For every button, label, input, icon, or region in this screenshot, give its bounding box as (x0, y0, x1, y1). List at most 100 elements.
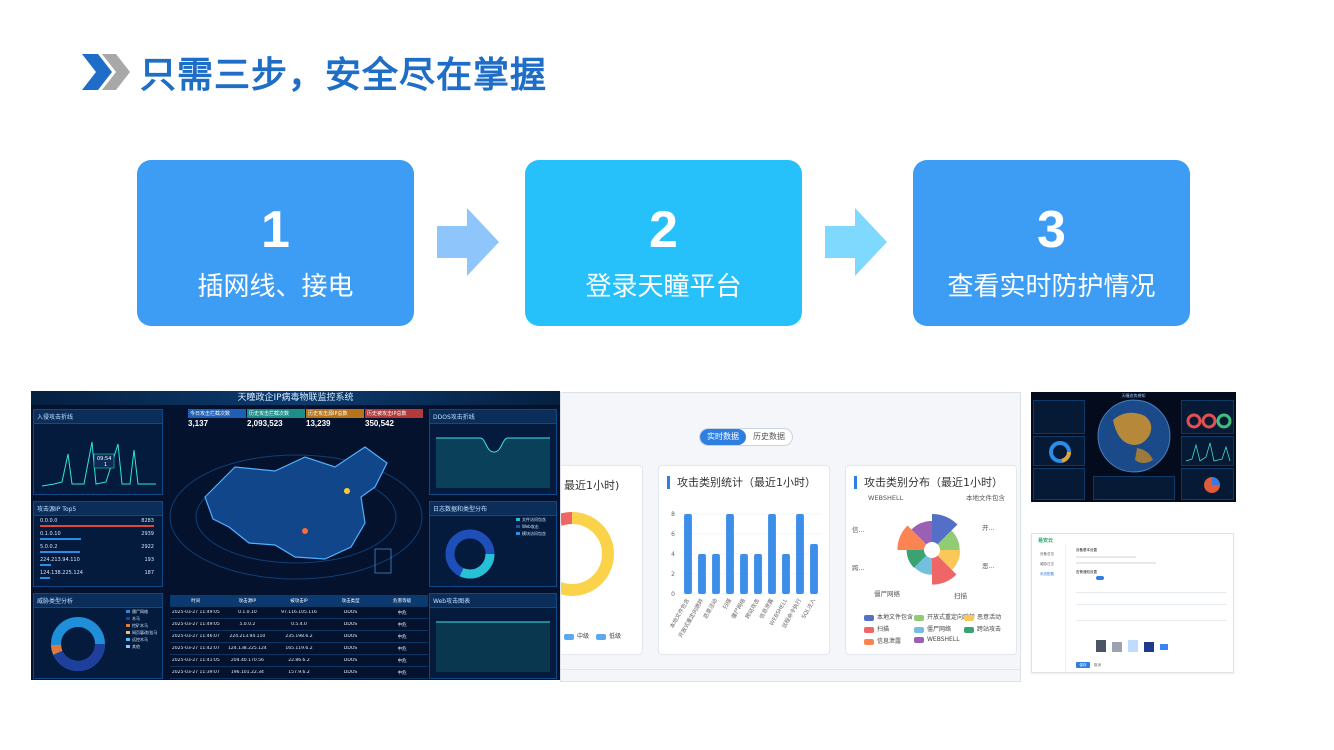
ddos-line-chart (436, 437, 550, 488)
legend-item: 木马 (126, 615, 157, 622)
cancel-button[interactable]: 取消 (1094, 663, 1101, 667)
bar (684, 514, 692, 594)
table-cell: DDOS (343, 646, 358, 651)
table-cell: 中危 (397, 658, 407, 664)
tab-history[interactable]: 历史数据 (753, 432, 785, 441)
step-number: 2 (649, 201, 678, 259)
legend-item: 本地文件包含 (864, 612, 913, 621)
table-cell: DDOS (343, 634, 358, 639)
step-label: 插网线、接电 (197, 272, 354, 302)
table-cell: 中危 (397, 670, 407, 676)
save-button[interactable]: 保存 (1076, 662, 1090, 668)
column-header: 危害等级 (393, 598, 412, 604)
stat-source-ip: 历史攻击源IP总数 13,239 (306, 409, 364, 428)
legend-item: 跨站攻击 (964, 624, 1001, 633)
table-cell: 中危 (397, 610, 407, 616)
rose-slice (932, 555, 957, 585)
bar (712, 554, 720, 594)
china-map (169, 446, 423, 580)
settings-sidebar: 设备总览 威胁日志 系统配置 (1032, 544, 1066, 672)
level-donut-chart (561, 512, 614, 596)
data-tab-toggle[interactable]: 实时数据 历史数据 (699, 428, 793, 446)
table-cell: 2025-03-27 11:42:07 (171, 646, 220, 651)
legend-item: 信息泄露 (864, 636, 901, 645)
bar (698, 554, 706, 594)
legend-item: WEBSHELL (914, 636, 960, 643)
bar (740, 554, 748, 594)
y-tick-label: 8 (671, 511, 675, 518)
legend-item: Web攻击 (516, 523, 546, 530)
legend-item: 僵尸网络 (126, 608, 157, 615)
step-label: 登录天瞳平台 (585, 272, 742, 302)
y-tick-label: 4 (671, 551, 675, 558)
stat-today: 今日攻击拦截次数 3,137 (188, 409, 246, 428)
legend-item: 文件访问包含 (516, 516, 546, 523)
table-cell: 2025-03-27 11:49:05 (171, 610, 220, 615)
threat-panel: 威胁类型分析 僵尸网络木马挖矿木马网页篡改/挂马远控木马其他 (33, 593, 163, 679)
brand-logo: 易安云 (1038, 538, 1054, 544)
slice-label: 僵尸网络 (874, 589, 901, 598)
table-cell: 中危 (397, 634, 407, 640)
tab-realtime[interactable]: 实时数据 (700, 429, 746, 445)
rose-slice (911, 521, 932, 545)
x-tick-label: SQL注入 (799, 597, 817, 620)
level-card: 最近1小时) 中级 低级 (561, 465, 643, 655)
table-cell: 0.1.0.10 (238, 610, 257, 615)
globe-image (1097, 399, 1171, 473)
table-cell: DDOS (343, 670, 358, 675)
table-cell: DDOS (343, 658, 358, 663)
table-cell: DDOS (343, 622, 358, 627)
bar (754, 554, 762, 594)
table-cell: 196.101.22.34 (230, 670, 264, 675)
section-header: 只需三步，安全尽在掌握 (82, 50, 547, 96)
pie-chart-card: 攻击类别分布（最近1小时） 本地文件包含开...恶...扫描僵尸网络跨...信.… (845, 465, 1017, 655)
svg-text:1: 1 (104, 462, 107, 468)
web-panel: Web攻击图表 (429, 593, 557, 679)
legend-item: 模块访问包含 (516, 530, 546, 537)
column-header: 被攻击IP (290, 598, 308, 604)
dashboard-screenshot: 天瞳政企IP病毒物联监控系统 今日攻击拦截次数 3,137 历史攻击拦截次数 2… (31, 391, 560, 680)
legend-item: 网页篡改/挂马 (126, 629, 157, 636)
intrusion-panel: 入侵攻击折线 09:54 1 (33, 409, 163, 495)
settings-screenshot: 易安云 设备总览 威胁日志 系统配置 设备基本设置 告警通知设置 保存 取消 (1031, 533, 1234, 673)
y-tick-label: 6 (671, 531, 675, 538)
step-card-3: 3 查看实时防护情况 (913, 160, 1190, 326)
bar (796, 514, 804, 594)
intrusion-line-chart: 09:54 1 (41, 441, 156, 487)
pie-chart-title: 攻击类别分布（最近1小时） (854, 476, 1003, 489)
table-row: 2025-03-27 11:42:07 124.138.225.124 165.11… (170, 643, 428, 655)
table-cell: 235.198.6.2 (285, 634, 313, 639)
table-cell: 2025-03-27 11:41:05 (171, 658, 220, 663)
table-cell: 2025-03-27 11:49:05 (171, 622, 220, 627)
table-cell: 124.138.225.124 (228, 646, 267, 651)
toggle-switch[interactable] (1096, 576, 1104, 580)
slice-label: 恶... (982, 562, 995, 570)
rose-slice (932, 514, 958, 545)
legend-item: 其他 (126, 643, 157, 650)
table-cell: 5.0.0.2 (239, 622, 256, 627)
bar (726, 514, 734, 594)
table-cell: 224.213.94.110 (229, 634, 266, 639)
x-tick-label: 恶意活动 (701, 597, 719, 620)
arrow-right-icon (437, 208, 499, 276)
column-header: 攻击源IP (238, 598, 257, 604)
stat-history: 历史攻击拦截次数 2,093,523 (247, 409, 305, 428)
table-cell: 165.119.6.2 (285, 646, 313, 651)
rose-slice (937, 550, 961, 570)
legend-item: 僵尸网络 (914, 624, 951, 633)
legend-item: 恶意活动 (964, 612, 1001, 621)
bar-chart-title: 攻击类别统计（最近1小时） (667, 476, 816, 489)
slice-label: 本地文件包含 (966, 493, 1006, 502)
rose-slice (906, 550, 927, 568)
table-cell: 204.40.170.56 (230, 658, 264, 663)
